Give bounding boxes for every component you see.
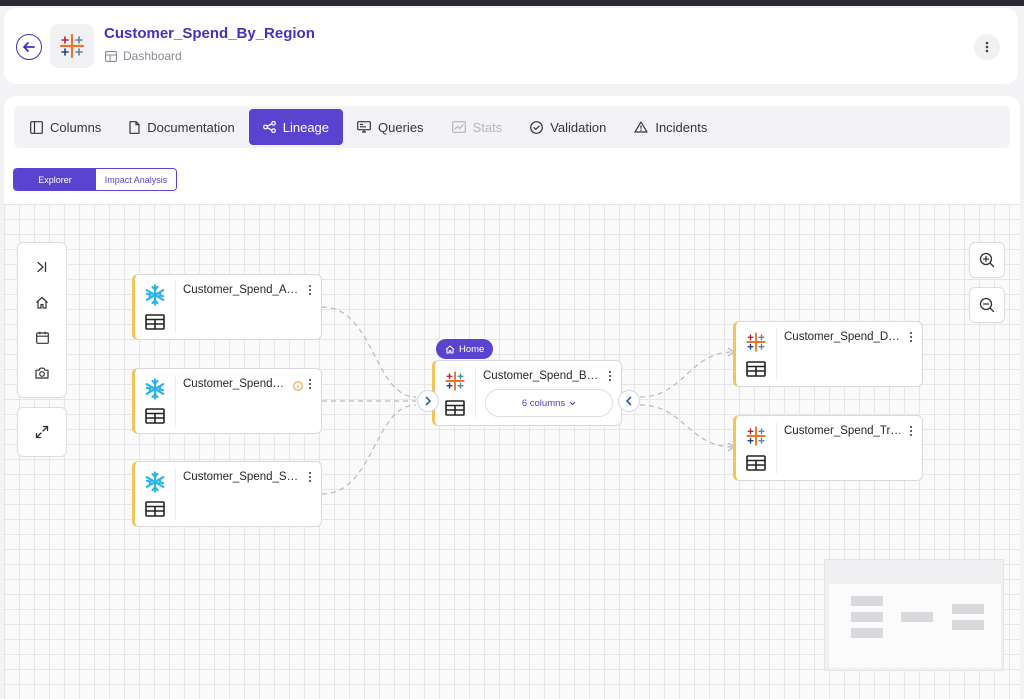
home-icon — [445, 344, 455, 353]
tableau-icon — [745, 425, 767, 447]
skip-end-icon — [37, 261, 47, 272]
home-button[interactable] — [27, 287, 57, 317]
fullscreen-button[interactable] — [17, 407, 67, 457]
dashboard-icon — [105, 50, 117, 62]
table-icon — [445, 400, 465, 416]
expand-upstream-button[interactable] — [417, 390, 439, 412]
expand-icon — [35, 425, 49, 439]
snowflake-icon — [144, 284, 166, 306]
minimap-node — [851, 628, 883, 638]
lineage-canvas[interactable]: Customer_Spend_Analysis Customer_Spend_O… — [4, 204, 1020, 699]
lineage-node-upstream[interactable]: Customer_Spend_Overview — [132, 368, 322, 434]
minimap-node — [851, 612, 883, 622]
columns-icon — [30, 120, 43, 134]
lineage-view-toggle: Explorer Impact Analysis — [13, 168, 177, 191]
home-badge: Home — [436, 339, 494, 359]
table-icon — [145, 408, 165, 424]
minimap-node — [851, 596, 883, 606]
edge-downstream-2 — [639, 404, 734, 448]
minimap-node — [901, 612, 933, 622]
minimap-node — [952, 604, 984, 614]
zoom-in-icon — [979, 252, 995, 268]
chevron-right-icon — [425, 396, 432, 406]
calendar-icon — [35, 331, 49, 345]
arrow-left-icon — [23, 42, 35, 52]
snowflake-icon — [144, 378, 166, 400]
tab-lineage[interactable]: Lineage — [248, 109, 344, 145]
table-icon — [145, 314, 165, 330]
expand-downstream-button[interactable] — [618, 390, 640, 412]
node-label: Customer_Spend_Summary — [183, 471, 301, 483]
calendar-button[interactable] — [27, 323, 57, 353]
screenshot-button[interactable] — [27, 358, 57, 388]
node-label: Customer_Spend_Analysis — [183, 284, 301, 296]
impact-analysis-toggle[interactable]: Impact Analysis — [96, 169, 176, 190]
chevron-down-icon — [569, 401, 576, 405]
tab-validation[interactable]: Validation — [516, 109, 620, 145]
node-label: Customer_Spend_Trends — [784, 425, 904, 437]
info-icon[interactable] — [293, 381, 303, 391]
table-icon — [145, 501, 165, 517]
lineage-icon — [262, 121, 276, 133]
zoom-out-button[interactable] — [969, 287, 1005, 323]
explorer-toggle[interactable]: Explorer — [14, 169, 96, 190]
zoom-in-button[interactable] — [969, 242, 1005, 278]
asset-type: Dashboard — [105, 49, 182, 63]
more-vertical-icon[interactable] — [307, 283, 313, 297]
warning-icon — [634, 121, 648, 133]
page-title: Customer_Spend_By_Region — [104, 25, 315, 42]
chevron-left-icon — [625, 396, 632, 406]
asset-type-label: Dashboard — [123, 49, 182, 63]
node-label: Customer_Spend_By_Region — [483, 370, 603, 382]
minimap[interactable] — [824, 559, 1004, 671]
zoom-out-icon — [979, 297, 995, 313]
home-icon — [36, 296, 48, 309]
node-label: Customer_Spend_Overview — [183, 378, 287, 390]
lineage-node-downstream[interactable]: Customer_Spend_Trends — [733, 415, 923, 481]
node-label: Customer_Spend_Dashboard — [784, 331, 904, 343]
edge-upstream-3 — [321, 404, 417, 495]
lineage-node-upstream[interactable]: Customer_Spend_Summary — [132, 461, 322, 527]
more-vertical-icon[interactable] — [307, 377, 313, 391]
asset-header: Customer_Spend_By_Region Dashboard — [4, 8, 1018, 84]
queries-icon — [357, 121, 371, 133]
tab-queries[interactable]: Queries — [343, 109, 438, 145]
tab-documentation[interactable]: Documentation — [115, 109, 248, 145]
columns-dropdown[interactable]: 6 columns — [485, 389, 613, 417]
more-vertical-icon — [985, 41, 989, 53]
check-circle-icon — [530, 120, 544, 134]
lineage-node-upstream[interactable]: Customer_Spend_Analysis — [132, 274, 322, 340]
tab-incidents[interactable]: Incidents — [620, 109, 721, 145]
tab-bar: Columns Documentation Lineage Queries — [14, 106, 1010, 148]
edge-downstream-1 — [639, 351, 734, 398]
tab-stats[interactable]: Stats — [438, 109, 517, 145]
tableau-icon — [50, 24, 94, 68]
collapse-panel-button[interactable] — [27, 252, 57, 282]
table-icon — [746, 455, 766, 471]
more-vertical-icon[interactable] — [908, 330, 914, 344]
back-button[interactable] — [16, 34, 42, 60]
table-icon — [746, 361, 766, 377]
tableau-icon — [444, 370, 466, 392]
tab-columns[interactable]: Columns — [16, 109, 115, 145]
snowflake-icon — [144, 471, 166, 493]
more-vertical-icon[interactable] — [307, 470, 313, 484]
edge-upstream-1 — [321, 306, 417, 398]
tableau-icon — [745, 331, 767, 353]
more-options-button[interactable] — [974, 34, 1000, 60]
main-panel: Columns Documentation Lineage Queries — [4, 96, 1020, 699]
canvas-toolbar — [17, 242, 67, 398]
stats-icon — [451, 121, 466, 133]
lineage-node-downstream[interactable]: Customer_Spend_Dashboard — [733, 321, 923, 387]
document-icon — [129, 120, 140, 134]
camera-icon — [35, 367, 49, 379]
more-vertical-icon[interactable] — [908, 424, 914, 438]
more-vertical-icon[interactable] — [607, 369, 613, 383]
minimap-node — [952, 620, 984, 630]
lineage-node-home[interactable]: Customer_Spend_By_Region 6 columns — [432, 360, 622, 426]
window-top-bar — [0, 0, 1024, 6]
